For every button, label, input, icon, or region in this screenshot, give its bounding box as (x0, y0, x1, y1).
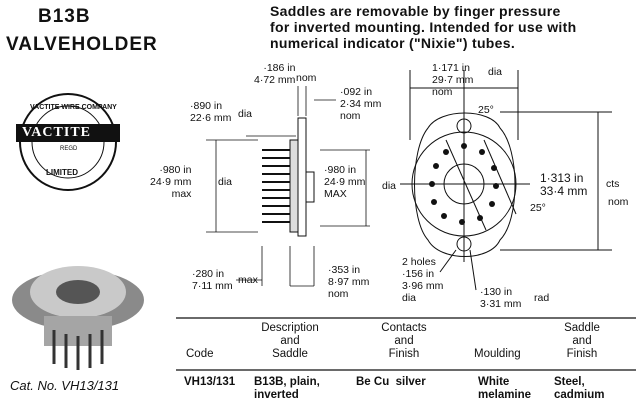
side-view-body (289, 139, 299, 233)
logo-bottom-text: LIMITED (46, 168, 78, 177)
logo-top-text: VACTITE WIRE COMPANY (30, 104, 117, 111)
dim-186-nom: nom (296, 72, 317, 84)
intro-line-1: Saddles are removable by finger pressure (270, 3, 561, 19)
angle-top: 25° (478, 104, 494, 116)
header-code: Code (186, 348, 214, 360)
dim-890-label: dia (238, 108, 253, 120)
logo-banner (16, 124, 120, 142)
catalog-number: Cat. No. VH13/131 (10, 378, 120, 393)
product-code: B13B (38, 6, 91, 27)
top-view (400, 70, 612, 291)
contact-holes (429, 143, 499, 225)
intro-line-3: numerical indicator ("Nixie") tubes. (270, 35, 516, 51)
logo-regd: REGD (60, 146, 78, 152)
header-moulding: Moulding (474, 348, 521, 360)
intro-text: Saddles are removable by finger pressure… (270, 3, 576, 51)
dim-280-label: max (238, 274, 258, 286)
row-code: VH13/131 (184, 376, 236, 388)
angle-right: 25° (530, 202, 546, 214)
dim-1171-label: dia (488, 66, 503, 78)
dim-980-left-label: dia (218, 176, 233, 188)
dim-1313-cts: cts (606, 178, 620, 190)
row-saddle: Steel,cadmium (554, 376, 605, 401)
side-view-pins (262, 149, 290, 223)
logo-brand: VACTITE (22, 125, 91, 140)
row-description: B13B, plain,inverted (254, 376, 320, 401)
product-name: VALVEHOLDER (6, 34, 158, 55)
side-view-saddle (305, 171, 315, 203)
side-view-plate (297, 117, 307, 237)
dim-1313-nom: nom (608, 196, 629, 208)
dim-980-right-label: dia (382, 180, 397, 192)
dim-130-label: rad (534, 292, 550, 304)
intro-line-2: for inverted mounting. Intended for use … (270, 19, 577, 35)
row-contacts: Be Cu silver (356, 376, 426, 388)
valveholder-photo (12, 266, 144, 370)
